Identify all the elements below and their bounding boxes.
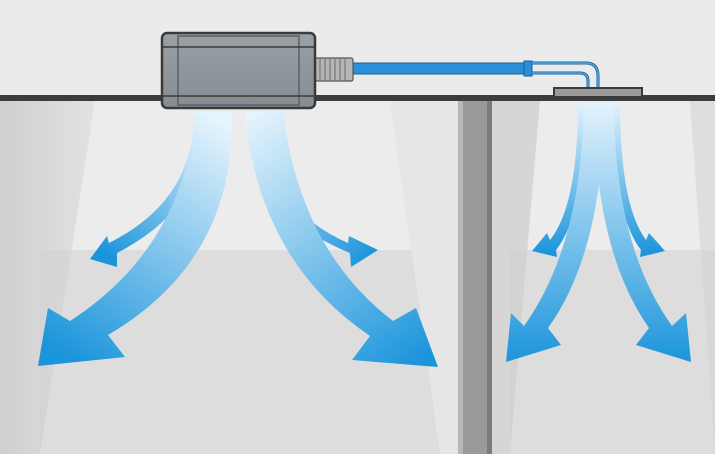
airflow-arrow-icon: [532, 102, 586, 257]
ceiling-line: [0, 95, 715, 101]
airflow-arrow-icon: [594, 102, 691, 362]
threaded-connector: [314, 57, 354, 82]
airflow-arrow-icon: [245, 112, 438, 367]
ceiling-diffuser-icon: [553, 87, 643, 98]
divider-wall: [458, 100, 492, 454]
airflow-arrows-right: [506, 102, 691, 362]
airflow-arrow-icon: [506, 102, 604, 362]
airflow-arrow-icon: [38, 112, 233, 366]
airflow-arrow-icon: [612, 102, 665, 257]
ceiling-plenum: [0, 0, 715, 97]
air-handler-icon: [160, 31, 317, 110]
airflow-arrows-left: [38, 112, 438, 367]
